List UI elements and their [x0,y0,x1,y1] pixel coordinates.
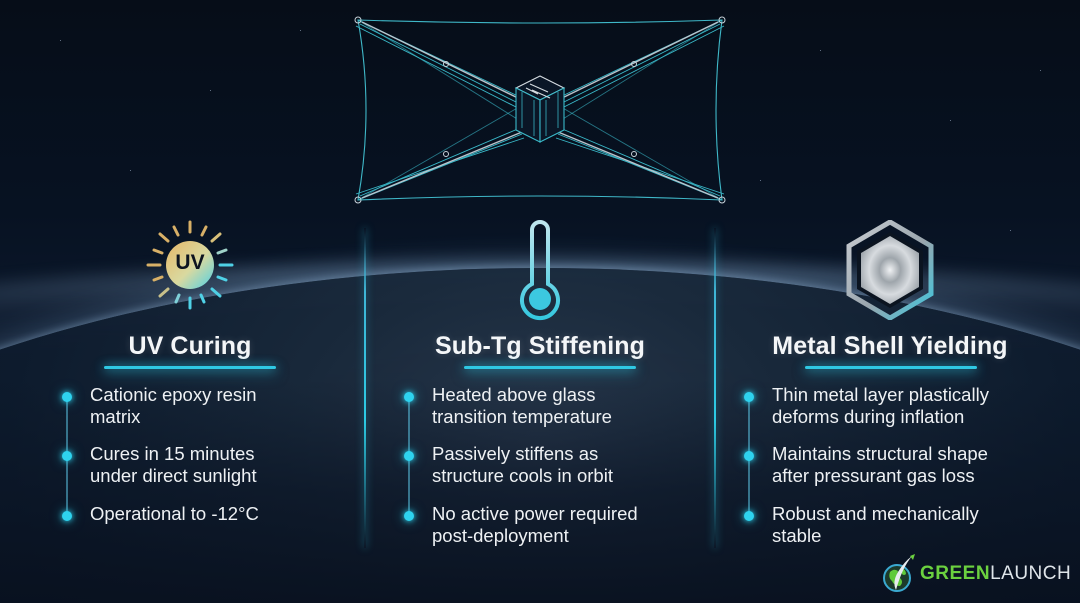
bullet-dot [744,511,754,521]
list-item: Cures in 15 minutes under direct sunligh… [60,443,257,487]
column-title: Metal Shell Yielding [772,332,1008,360]
list-item: Cationic epoxy resin matrix [60,384,257,428]
logo-text-green: GREEN [920,563,991,584]
column-title: UV Curing [128,332,252,360]
metal-hexagon-icon [845,219,935,324]
column-metal-shell-yielding: Metal Shell Yielding Thin metal layer pl… [730,218,1050,558]
column-divider-right [714,228,716,548]
title-underline [464,366,636,369]
title-underline [805,366,977,369]
bullet-dot [62,392,72,402]
list-item: Maintains structural shape after pressur… [742,443,988,487]
bullet-dot [404,392,414,402]
bullet-dot [744,451,754,461]
bullet-dot [404,511,414,521]
list-item: Passively stiffens as structure cools in… [402,443,613,487]
uv-sun-icon: UV [138,220,242,314]
thermometer-icon [516,220,564,326]
bullet-dot [62,451,72,461]
title-underline [104,366,276,369]
bullet-dot [744,392,754,402]
list-item: Thin metal layer plastically deforms dur… [742,384,989,428]
list-item: No active power required post-deployment [402,503,638,547]
list-item: Robust and mechanically stable [742,503,979,547]
uv-icon-label: UV [175,251,205,274]
list-item: Heated above glass transition temperatur… [402,384,612,428]
bullet-dot [62,511,72,521]
rocket-globe-icon [883,554,915,592]
bullet-dot [404,451,414,461]
solar-sail-illustration [354,16,726,204]
greenlaunch-logo: GREEN LAUNCH [882,552,1071,596]
list-item: Operational to -12°C [60,503,259,525]
column-uv-curing: UV UV Curing Cationic epoxy resin matrix… [40,218,340,558]
logo-text-white: LAUNCH [990,563,1072,584]
column-sub-tg-stiffening: Sub-Tg Stiffening Heated above glass tra… [390,218,690,558]
column-divider-left [364,228,366,548]
column-title: Sub-Tg Stiffening [435,332,645,360]
